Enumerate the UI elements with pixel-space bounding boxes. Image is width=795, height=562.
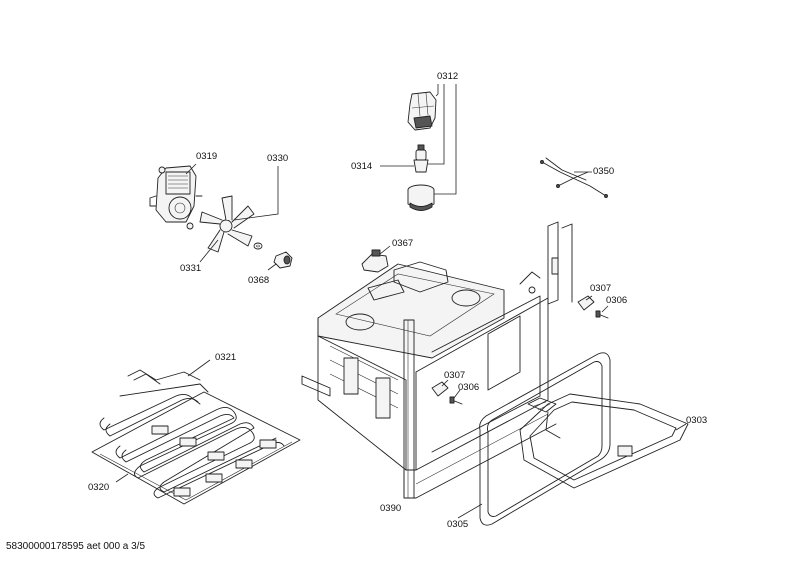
lamp-holder-part [407,91,437,131]
part-label-0307-upper: 0307 [590,283,611,294]
fan-blade-part [199,195,255,253]
part-label-0321: 0321 [215,352,236,363]
oven-cavity-part [301,221,573,499]
leader-0312 [428,84,457,195]
part-label-0312: 0312 [437,71,458,82]
leader-0368 [267,263,277,271]
part-label-0307-lower: 0307 [444,370,465,381]
bottom-heater-bracket-part [91,391,301,505]
part-label-0314: 0314 [351,161,372,172]
ring-heater-part [519,393,689,489]
part-label-0367: 0367 [392,238,413,249]
leader-0306-upper [601,305,609,313]
lamp-cover-part [407,184,435,211]
leader-0319 [185,163,197,175]
nut-part [273,251,293,269]
rear-heater-frame-part [479,352,611,526]
leader-0320 [115,473,129,483]
part-label-0303: 0303 [686,415,707,426]
leader-0303 [675,423,687,431]
leader-0307-upper [585,295,593,301]
part-label-0390: 0390 [380,503,401,514]
leader-0307-lower [441,379,449,387]
part-label-0331: 0331 [180,263,201,274]
screw-upper-part [595,310,609,319]
thermostat-part [361,249,389,273]
part-label-0330: 0330 [267,153,288,164]
part-label-0305: 0305 [447,519,468,530]
fan-motor-part [149,165,203,230]
lamp-bulb-part [413,144,429,173]
leader-0367 [379,245,391,255]
leader-0306-lower [453,389,461,399]
cable-harness-part [540,157,608,198]
part-label-0368: 0368 [248,275,269,286]
washer-part [253,242,263,250]
part-label-0350: 0350 [593,166,614,177]
leader-0330 [233,166,279,221]
leader-0305 [457,503,483,519]
leader-0331 [199,239,219,263]
leader-0321 [187,359,211,377]
screw-lower-part [449,396,463,405]
document-id: 58300000178595 aet 000 a 3/5 [6,541,146,552]
part-label-0306-lower: 0306 [458,382,479,393]
bottom-heater-element-part [99,369,285,499]
clip-lower-part [431,381,449,397]
part-label-0306-upper: 0306 [606,295,627,306]
clip-upper-part [577,295,595,311]
part-label-0320: 0320 [88,482,109,493]
part-label-0319: 0319 [196,151,217,162]
